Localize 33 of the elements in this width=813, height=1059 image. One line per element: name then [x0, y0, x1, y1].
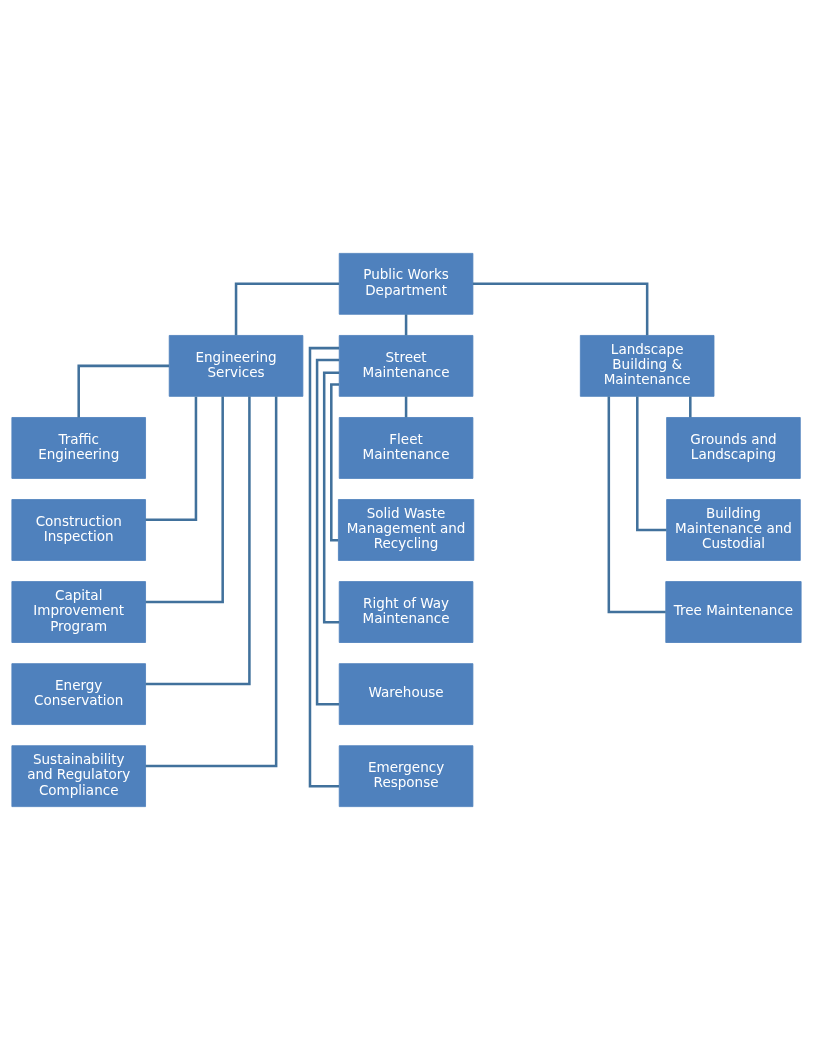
connector [322, 370, 340, 623]
connector [145, 396, 198, 521]
connector [145, 396, 224, 603]
connector [330, 382, 339, 541]
node-box: Construction Inspection [11, 498, 146, 561]
node-box: Building Maintenance and Custodial [666, 498, 801, 561]
node-box: Public Works Department [338, 252, 474, 315]
connector [607, 396, 666, 613]
node-box: Grounds and Landscaping [666, 416, 801, 479]
connector [404, 313, 408, 335]
node-box: Street Maintenance [338, 334, 474, 397]
connector [636, 395, 667, 531]
connector [404, 395, 408, 417]
node-box: Landscape Building & Maintenance [579, 334, 715, 397]
connector [77, 364, 170, 417]
node-box: Sustainability and Regulatory Compliance [11, 744, 146, 807]
connector [145, 396, 278, 767]
connector [689, 395, 692, 417]
node-box: Fleet Maintenance [338, 416, 474, 479]
node-box: Warehouse [338, 662, 474, 725]
connector [315, 358, 340, 706]
connector [145, 395, 251, 685]
connector [308, 346, 340, 788]
node-box: Capital Improvement Program [11, 580, 146, 643]
node-box: Traffic Engineering [11, 416, 146, 479]
node-box: Energy Conservation [11, 662, 146, 725]
node-box: Solid Waste Management and Recycling [337, 498, 475, 561]
connector [472, 282, 649, 335]
node-box: Engineering Services [168, 334, 304, 397]
node-box: Tree Maintenance [665, 580, 802, 643]
node-box: Right of Way Maintenance [338, 580, 474, 643]
node-box: Emergency Response [338, 744, 474, 807]
connector [234, 282, 340, 335]
